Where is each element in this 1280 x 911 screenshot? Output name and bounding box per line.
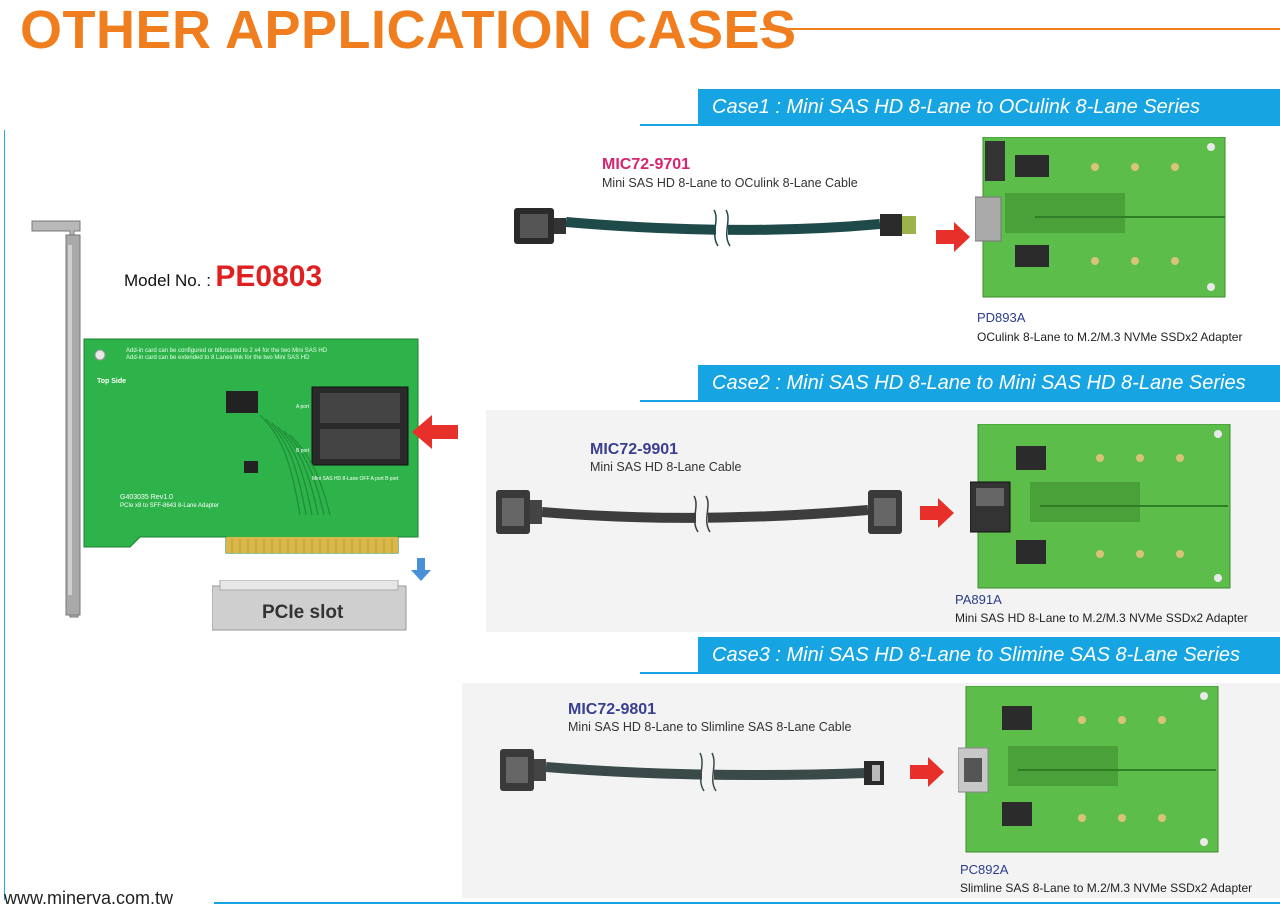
board-connector-note: Mini SAS HD 8-Lane OFF A port B port	[312, 476, 399, 482]
board-adapter-label: PCIe x8 to SFF-8643 8-Lane Adapter	[120, 503, 220, 509]
case1-cable-desc: Mini SAS HD 8-Lane to OCulink 8-Lane Cab…	[602, 176, 858, 190]
pcie-card-illustration	[31, 220, 419, 618]
case1-line	[640, 124, 1280, 126]
case1-adapter-board	[975, 137, 1226, 298]
board-note-line1: Add-in card can be configured or bifurca…	[126, 348, 328, 354]
title-rule	[760, 28, 1280, 30]
left-rule	[4, 130, 5, 900]
board-note-line2: Add-in card can be extended to 8 Lanes l…	[126, 355, 310, 361]
arrow-right-icon	[936, 222, 970, 252]
case2-cable-icon	[496, 490, 902, 534]
case1-adapter-code: PD893A	[977, 310, 1026, 325]
board-port-a: A port	[296, 404, 310, 410]
case3-adapter-code: PC892A	[960, 862, 1009, 877]
case2-line	[640, 400, 1280, 402]
case3-bar: Case3 : Mini SAS HD 8-Lane to Slimine SA…	[698, 637, 1280, 673]
board-side-label: Top Side	[97, 378, 127, 385]
board-note: Add-in card can be configured or bifurca…	[126, 348, 346, 362]
case3-adapter-desc: Slimline SAS 8-Lane to M.2/M.3 NVMe SSDx…	[960, 881, 1253, 895]
case2-bar: Case2 : Mini SAS HD 8-Lane to Mini SAS H…	[698, 365, 1280, 401]
pcb-board-icon	[83, 338, 419, 554]
cable-icon	[514, 208, 916, 247]
model-block: Model No. : PE0803	[124, 260, 322, 294]
board-rev-label: G403035 Rev1.0	[120, 494, 173, 501]
case2-cable-desc: Mini SAS HD 8-Lane Cable	[590, 460, 742, 474]
pcie-slot-icon	[212, 580, 407, 631]
case3-line	[640, 672, 1280, 674]
case2-adapter-board	[970, 424, 1231, 589]
case1-bar: Case1 : Mini SAS HD 8-Lane to OCulink 8-…	[698, 89, 1280, 125]
case1-adapter-desc: OCulink 8-Lane to M.2/M.3 NVMe SSDx2 Ada…	[977, 330, 1243, 344]
case2-cable-code: MIC72-9901	[590, 441, 679, 458]
footer-url[interactable]: www.minerva.com.tw	[4, 888, 174, 908]
case2-adapter-desc: Mini SAS HD 8-Lane to M.2/M.3 NVMe SSDx2…	[955, 611, 1248, 625]
arrow-down-icon	[411, 558, 431, 581]
bracket-icon	[31, 220, 81, 618]
arrow-left-icon	[412, 415, 458, 449]
case3-cable-desc: Mini SAS HD 8-Lane to Slimline SAS 8-Lan…	[568, 720, 852, 734]
model-label: Model No. :	[124, 271, 211, 290]
case1-cable-code: MIC72-9701	[602, 156, 691, 173]
page-title: OTHER APPLICATION CASES	[20, 0, 797, 60]
board-port-b: B port	[296, 448, 310, 454]
footer-line	[214, 902, 1280, 904]
case3-adapter-board	[958, 686, 1219, 853]
case3-arrow-right-icon	[910, 757, 944, 787]
case2-arrow-right-icon	[920, 498, 954, 528]
case3-cable-code: MIC72-9801	[568, 701, 657, 718]
pcie-slot-label: PCIe slot	[262, 602, 344, 623]
model-number: PE0803	[215, 260, 323, 293]
case3-cable-icon	[500, 749, 884, 792]
case2-adapter-code: PA891A	[955, 592, 1002, 607]
